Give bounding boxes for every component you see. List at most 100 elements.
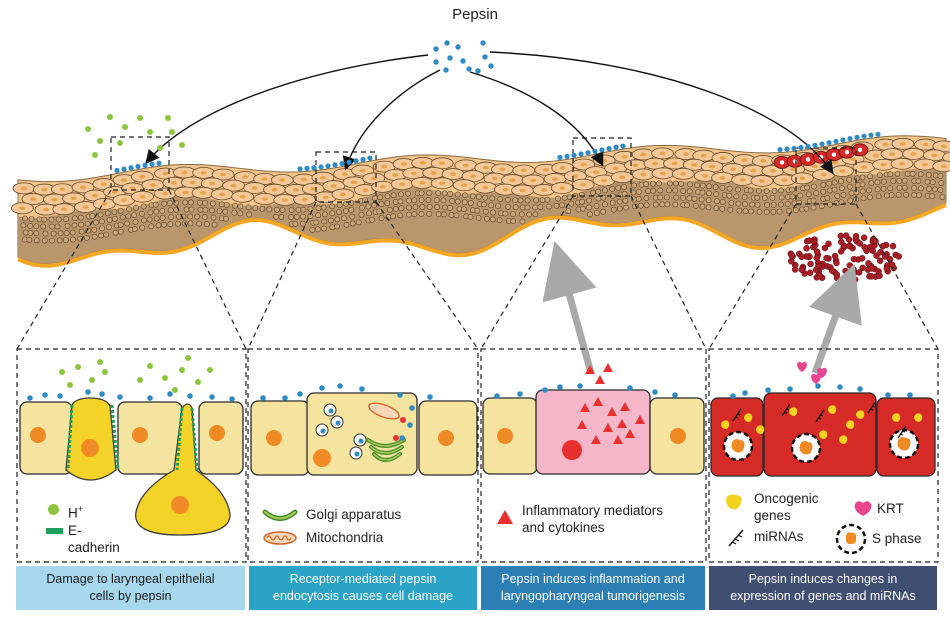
cell-nucleus — [242, 175, 249, 179]
basal-cell — [406, 197, 412, 204]
basal-cell — [636, 188, 642, 195]
cell-nucleus — [51, 197, 58, 202]
pepsin-molecule — [209, 394, 215, 400]
basal-cell — [384, 193, 391, 200]
basal-cell — [469, 193, 476, 200]
pepsin-molecule — [577, 383, 583, 389]
basal-cell — [770, 208, 777, 215]
proton — [89, 377, 95, 383]
basal-cell — [664, 201, 671, 208]
pepsin-molecule — [358, 438, 364, 444]
cell-nucleus — [811, 164, 818, 169]
cell-nucleus — [559, 166, 566, 170]
basal-cell — [426, 189, 433, 196]
tumor-cell — [837, 232, 845, 240]
basal-cell — [510, 218, 517, 225]
basal-cell — [754, 194, 761, 201]
basal-cell — [615, 184, 622, 191]
basal-cell — [210, 214, 217, 221]
basal-cell — [719, 199, 726, 205]
basal-cell — [161, 200, 168, 207]
basal-cell — [418, 190, 425, 196]
panel-frame-1 — [16, 348, 247, 563]
zoom-box-3 — [572, 137, 632, 197]
basal-cell — [152, 201, 159, 208]
basal-cell — [288, 207, 295, 213]
cell-nucleus — [559, 186, 566, 190]
basal-cell — [719, 205, 726, 212]
pepsin-molecule — [304, 165, 310, 171]
proton — [137, 115, 143, 121]
nucleus — [209, 425, 225, 441]
zoom-box-1 — [110, 136, 170, 191]
basal-cell — [699, 182, 706, 189]
basal-cell — [586, 204, 592, 211]
tumor-cell — [852, 236, 860, 244]
cell-nucleus — [162, 191, 169, 196]
epithelium-tissue — [10, 135, 950, 283]
basal-cell — [742, 201, 748, 208]
basal-cell — [84, 220, 91, 227]
basal-cell — [532, 211, 539, 218]
basal-cell — [42, 230, 49, 237]
s-phase-icon — [835, 523, 867, 555]
basal-cell — [117, 207, 124, 214]
mirna — [897, 425, 907, 439]
cell-nucleus — [350, 180, 357, 185]
pepsin-molecule — [297, 166, 303, 172]
cell-nucleus — [640, 172, 647, 177]
basal-layer — [18, 168, 946, 264]
basal-cell — [22, 215, 28, 222]
cell-nucleus — [520, 168, 527, 173]
legend-label-krt: KRT — [877, 501, 904, 516]
basal-cell — [366, 210, 372, 217]
basal-cell — [196, 220, 203, 227]
pepsin-molecule — [455, 44, 461, 50]
tumor-cell — [837, 238, 845, 246]
e-cadherin-junction — [110, 404, 120, 471]
pepsin-molecule — [187, 393, 193, 399]
basal-cell — [803, 205, 810, 212]
basal-cell — [435, 190, 442, 197]
basal-cell — [159, 214, 166, 221]
basal-cell — [650, 180, 656, 187]
basal-cell — [483, 215, 490, 222]
basal-cell — [888, 192, 895, 199]
basal-cell — [505, 203, 511, 210]
basal-cell — [643, 195, 650, 202]
basal-cell — [820, 188, 827, 195]
cell-nucleus — [680, 172, 687, 176]
basal-cell — [846, 183, 853, 190]
basal-cell — [810, 204, 817, 211]
basal-cell — [334, 216, 341, 223]
cell-nucleus — [540, 188, 547, 192]
basal-cell — [579, 205, 586, 212]
oncogenic-gene — [819, 430, 828, 439]
pepsin-molecule — [857, 386, 863, 392]
basal-cell — [756, 208, 763, 215]
nucleus — [266, 430, 282, 446]
basal-cell — [609, 186, 616, 192]
basal-cell — [48, 216, 55, 223]
tumor-cell — [876, 257, 884, 264]
cell-nucleus — [60, 207, 67, 212]
tumor-cell — [813, 254, 820, 262]
basal-cell — [595, 188, 602, 195]
zoom-line-left-3 — [480, 195, 574, 350]
cell-nucleus — [759, 179, 766, 183]
basal-cell — [735, 186, 741, 193]
cell-nucleus — [910, 152, 917, 156]
basal-cell — [365, 203, 372, 210]
pepsin-molecule — [837, 384, 843, 390]
basal-cell — [518, 211, 525, 218]
cell-nucleus — [730, 167, 737, 171]
basal-cell — [406, 204, 413, 211]
cell-nucleus — [482, 185, 489, 190]
basal-cell — [686, 195, 693, 202]
basal-cell — [712, 184, 719, 190]
cell-nucleus — [120, 198, 127, 202]
basal-cell — [266, 206, 273, 213]
cell-nucleus — [182, 190, 189, 195]
